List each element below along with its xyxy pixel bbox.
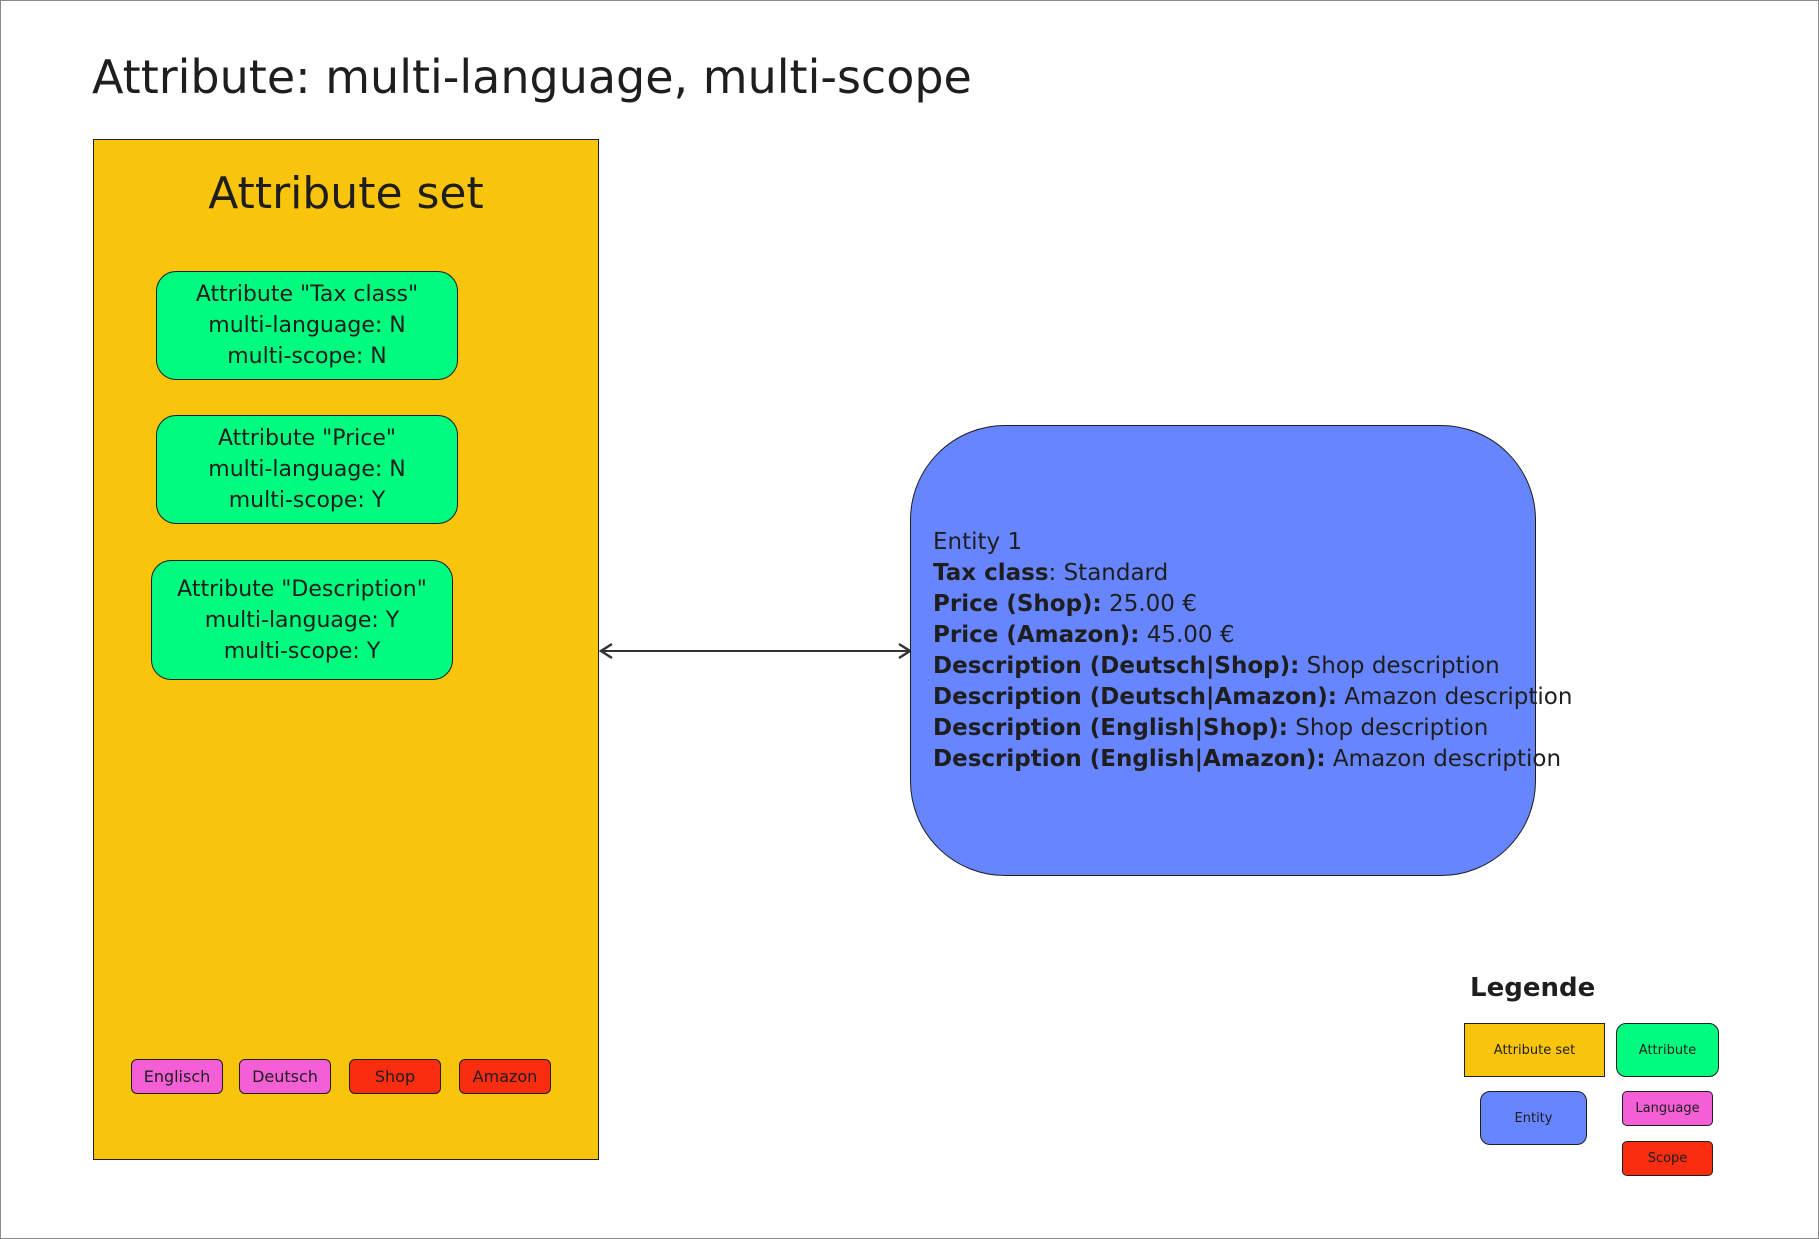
field-label: Description (Deutsch|Shop):: [933, 652, 1300, 679]
field-label: Tax class: [933, 559, 1049, 586]
entity-field: Description (Deutsch|Amazon): Amazon des…: [933, 682, 1572, 713]
field-value: Amazon description: [1325, 745, 1562, 772]
field-label: Description (English|Shop):: [933, 714, 1288, 741]
entity-field: Tax class: Standard: [933, 558, 1535, 589]
field-label: Description (Deutsch|Amazon):: [933, 683, 1337, 710]
field-label: Price (Amazon):: [933, 621, 1140, 648]
attribute-multi-language: multi-language: N: [208, 313, 406, 338]
legend-title: Legende: [1470, 973, 1596, 1003]
language-tag-englisch[interactable]: Englisch: [131, 1059, 223, 1094]
entity-field: Description (English|Shop): Shop descrip…: [933, 713, 1535, 744]
entity-field: Price (Shop): 25.00 €: [933, 589, 1535, 620]
arrow-head-left: [598, 642, 613, 660]
attribute-description[interactable]: Attribute "Description" multi-language: …: [151, 560, 453, 680]
entity-field: Price (Amazon): 45.00 €: [933, 620, 1535, 651]
attribute-name: Attribute "Tax class": [195, 282, 419, 307]
field-value: Shop description: [1299, 652, 1500, 679]
scope-tag-amazon[interactable]: Amazon: [459, 1059, 551, 1094]
attribute-tax-class[interactable]: Attribute "Tax class" multi-language: N …: [156, 271, 458, 380]
diagram-title: Attribute: multi-language, multi-scope: [92, 50, 972, 104]
entity-field: Description (Deutsch|Shop): Shop descrip…: [933, 651, 1535, 682]
attribute-name: Attribute "Price": [217, 426, 397, 451]
field-value: Amazon description: [1337, 683, 1573, 710]
field-value: 45.00 €: [1139, 621, 1235, 648]
legend-language: Language: [1622, 1091, 1713, 1126]
legend-entity: Entity: [1480, 1091, 1587, 1145]
attribute-multi-scope: multi-scope: Y: [228, 488, 386, 513]
bidirectional-arrow[interactable]: [598, 636, 913, 666]
field-value: 25.00 €: [1101, 590, 1197, 617]
language-tag-deutsch[interactable]: Deutsch: [239, 1059, 331, 1094]
entity-field: Description (English|Amazon): Amazon des…: [933, 744, 1561, 775]
field-label: Description (English|Amazon):: [933, 745, 1326, 772]
legend-scope: Scope: [1622, 1141, 1713, 1176]
attribute-multi-language: multi-language: N: [208, 457, 406, 482]
legend-attribute-set: Attribute set: [1464, 1023, 1605, 1077]
entity-name: Entity 1: [933, 528, 1023, 555]
attribute-name: Attribute "Description": [177, 576, 427, 602]
legend-attribute: Attribute: [1616, 1023, 1719, 1077]
attribute-price[interactable]: Attribute "Price" multi-language: N mult…: [156, 415, 458, 524]
attribute-multi-language: multi-language: Y: [204, 607, 400, 633]
field-value: : Standard: [1048, 559, 1169, 586]
scope-tag-shop[interactable]: Shop: [349, 1059, 441, 1094]
entity-box[interactable]: Entity 1 Tax class: Standard Price (Shop…: [910, 425, 1572, 876]
attribute-set-title: Attribute set: [208, 168, 484, 219]
field-label: Price (Shop):: [933, 590, 1102, 617]
attribute-multi-scope: multi-scope: N: [227, 344, 387, 369]
field-value: Shop description: [1287, 714, 1489, 741]
attribute-multi-scope: multi-scope: Y: [223, 638, 381, 664]
